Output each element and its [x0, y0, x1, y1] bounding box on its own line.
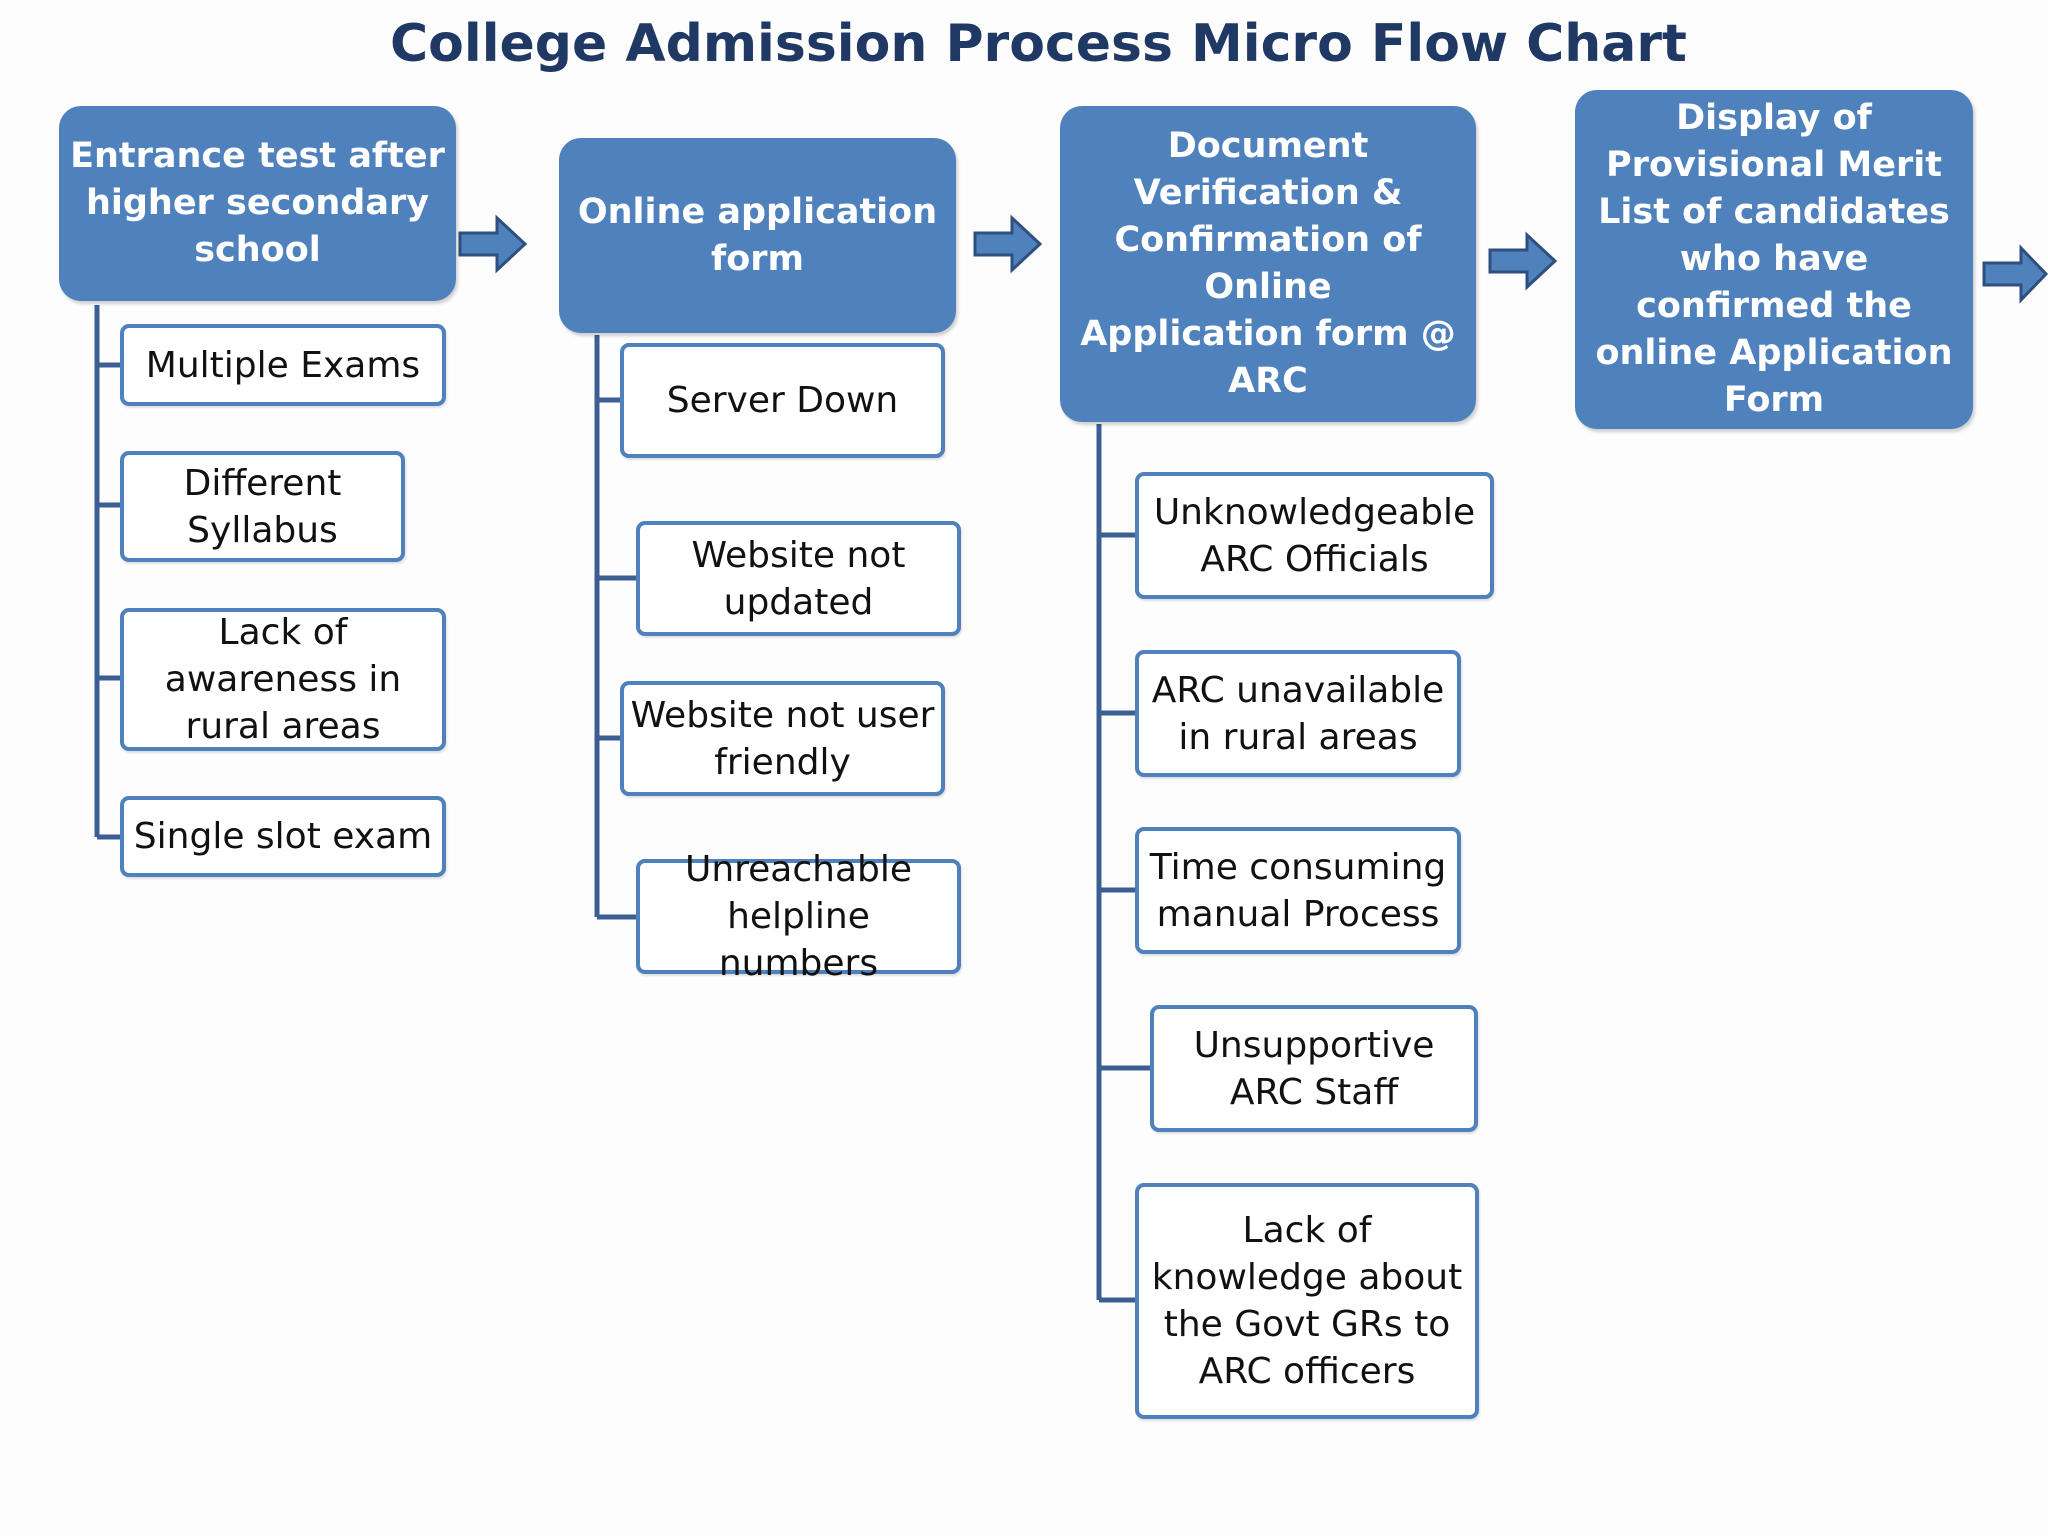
stage-1-heading: Entrance test after higher secondary sch…	[59, 106, 456, 301]
stage-2-issue-1: Server Down	[620, 343, 945, 458]
stage-2-issue-4: Unreachable helpline numbers	[636, 849, 961, 984]
stage-1-issue-3: Lack of awareness in rural areas	[120, 608, 446, 751]
stage-3-heading: Document Verification & Confirmation of …	[1060, 106, 1476, 422]
stage-3-issue-3: Time consuming manual Process	[1135, 827, 1461, 954]
stage-3-issue-1: Unknowledgeable ARC Officials	[1135, 472, 1494, 599]
stage-3-issue-2: ARC unavailable in rural areas	[1135, 650, 1461, 777]
stage-3-issue-4: Unsupportive ARC Staff	[1150, 1005, 1478, 1132]
arrow-right-icon	[1488, 231, 1558, 291]
arrow-right-icon	[1982, 244, 2048, 304]
stage-1-issue-4: Single slot exam	[120, 796, 446, 877]
stage-2-issue-2: Website not updated	[636, 521, 961, 636]
arrow-right-icon	[973, 214, 1043, 274]
chart-title: College Admission Process Micro Flow Cha…	[390, 14, 1687, 74]
stage-1-issue-1: Multiple Exams	[120, 324, 446, 406]
stage-3-issue-5: Lack of knowledge about the Govt GRs to …	[1135, 1183, 1479, 1419]
stage-2-heading: Online application form	[559, 138, 956, 333]
stage-4-heading: Display of Provisional Merit List of can…	[1575, 90, 1973, 429]
stage-1-issue-2: Different Syllabus	[120, 451, 405, 562]
arrow-right-icon	[458, 214, 528, 274]
stage-2-issue-3: Website not user friendly	[620, 681, 945, 796]
